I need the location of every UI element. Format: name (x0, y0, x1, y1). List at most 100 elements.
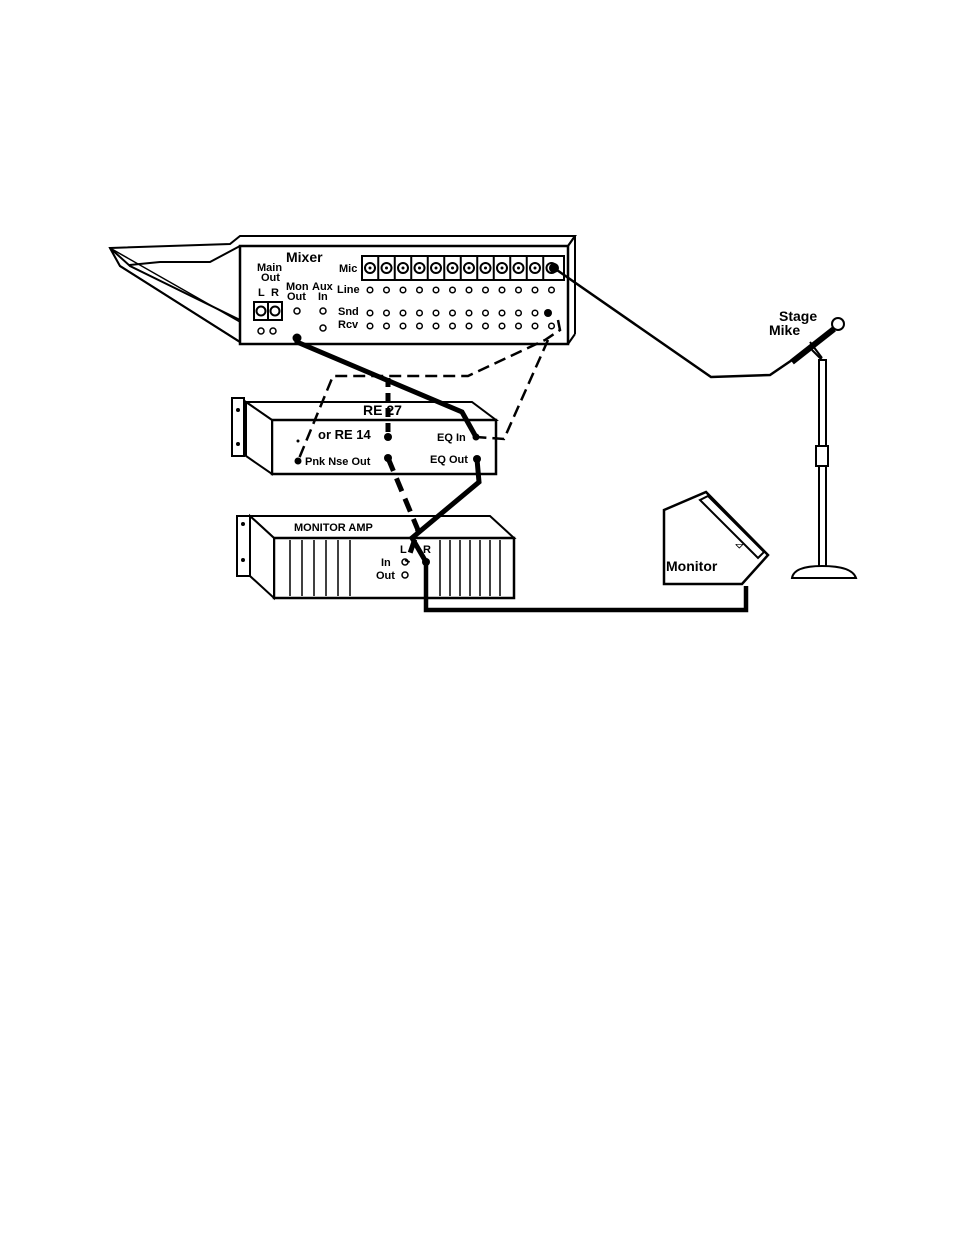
mic-input-pin (451, 266, 454, 270)
mic-input-pin (517, 266, 520, 270)
main-out-right-label: R (271, 287, 279, 299)
receive-jack (432, 322, 440, 330)
send-jack (448, 309, 457, 317)
amp-left-out-jack (401, 571, 409, 579)
main-out-label: Main (257, 262, 282, 274)
cable-eq-out-to-amp (408, 458, 482, 564)
mic-input-pin (434, 266, 438, 270)
amp-title: MONITOR AMP (294, 522, 373, 534)
mike-stand-upper (818, 359, 827, 449)
eq-model-jack (384, 433, 392, 441)
mic-input-pin (533, 266, 537, 270)
line-input-jack (498, 286, 506, 294)
mixer: Mixer Main Out L R Mon Out Aux In Mic Li… (108, 235, 577, 346)
amp-left-label: L (400, 544, 407, 556)
mic-input-pin (385, 266, 388, 270)
mic-input-pin (418, 266, 421, 270)
send-jack (465, 309, 473, 317)
amp-rack-screw (241, 558, 245, 562)
cable-send-dashed (475, 339, 550, 441)
amp-heatsink-right (439, 540, 501, 596)
stage-mike: Stage Mike (769, 308, 858, 579)
mic-input-pin (401, 266, 405, 270)
receive-jack (514, 322, 523, 330)
mixer-title: Mixer (286, 249, 323, 265)
send-jack (481, 309, 490, 317)
line-input-jack (382, 286, 391, 294)
line-input-jack (531, 286, 539, 294)
amp-heatsink-left (289, 540, 351, 596)
eq-model-alt: or RE 14 (318, 427, 372, 442)
mic-input-jacks (364, 256, 558, 280)
mike-clip (809, 341, 823, 359)
line-input-jacks (366, 286, 556, 294)
stage-mike-label: Mike (769, 322, 800, 338)
main-out-jack-hole (269, 327, 277, 335)
receive-jack (531, 322, 539, 330)
monitor-body (662, 490, 770, 586)
cable-amp-to-monitor (423, 562, 749, 613)
aux-in-jack (319, 307, 327, 315)
pink-noise-out-label: Pnk Nse Out (305, 456, 371, 468)
line-input-jack (465, 286, 473, 294)
mixer-side-edge (567, 333, 576, 345)
cable-receive-dashed (296, 319, 562, 462)
receive-jack (498, 322, 506, 330)
main-out-left-label: L (258, 287, 265, 299)
aux-in-label: Aux (312, 281, 334, 293)
main-out-left-jack (255, 305, 267, 317)
amp-io-panel (370, 540, 434, 596)
receive-jack (399, 322, 407, 330)
line-input-jack (366, 286, 374, 294)
eq-rack-ear (231, 397, 245, 457)
mon-out-jack (293, 307, 301, 315)
mixer-top-edge (567, 235, 576, 247)
pink-noise-out-jack (294, 457, 302, 465)
receive-jacks (366, 322, 556, 330)
receive-jack (481, 322, 490, 330)
line-input-jack (415, 286, 424, 294)
receive-jack (415, 322, 424, 330)
amp-top (247, 515, 517, 539)
mike-head-icon (831, 317, 845, 331)
row-snd-label: Snd (338, 306, 359, 318)
mixer-console-edge (109, 247, 241, 323)
mixer-console-edge (119, 265, 241, 343)
equalizer-unit: RE 27 or RE 14 EQ In Pnk Nse Out EQ Out (231, 397, 499, 476)
main-out-jack-hole (257, 327, 265, 335)
monitor-grille (698, 494, 766, 560)
send-jack (432, 309, 440, 317)
main-out-label: Out (261, 272, 280, 284)
send-jack (514, 309, 523, 317)
eq-side (245, 400, 273, 476)
eq-indicator-dot (296, 439, 300, 443)
row-line-label: Line (337, 284, 360, 296)
amp-right-label: R (423, 544, 431, 556)
eq-in-label: EQ In (437, 432, 466, 444)
mic-input-pin (467, 266, 471, 270)
monitor-label: Monitor (666, 558, 718, 574)
receive-jack (448, 322, 457, 330)
mic-input-pin (368, 266, 372, 270)
mike-stand-lower (818, 465, 827, 571)
amp-rack-ear (236, 515, 251, 577)
mic-input-pin (484, 266, 487, 270)
amp-out-label: Out (376, 570, 395, 582)
cable-pink-noise-to-amp-dashed (385, 457, 421, 563)
mon-out-label: Out (287, 291, 306, 303)
eq-aux-jack (384, 454, 392, 462)
mon-out-label: Mon (286, 281, 309, 293)
eq-rack-screw (236, 442, 240, 446)
mike-stand-clutch (815, 445, 829, 467)
mon-out-plug (292, 333, 302, 343)
mic-input-pin (500, 266, 504, 270)
stage-mike-label: Stage (779, 308, 817, 324)
receive-jack (465, 322, 473, 330)
line-input-jack (448, 286, 457, 294)
aux-in-jack (319, 324, 327, 332)
line-input-jack (481, 286, 490, 294)
mike-stand-base (790, 564, 858, 579)
amp-rack-screw (241, 522, 245, 526)
line-input-jack (514, 286, 523, 294)
